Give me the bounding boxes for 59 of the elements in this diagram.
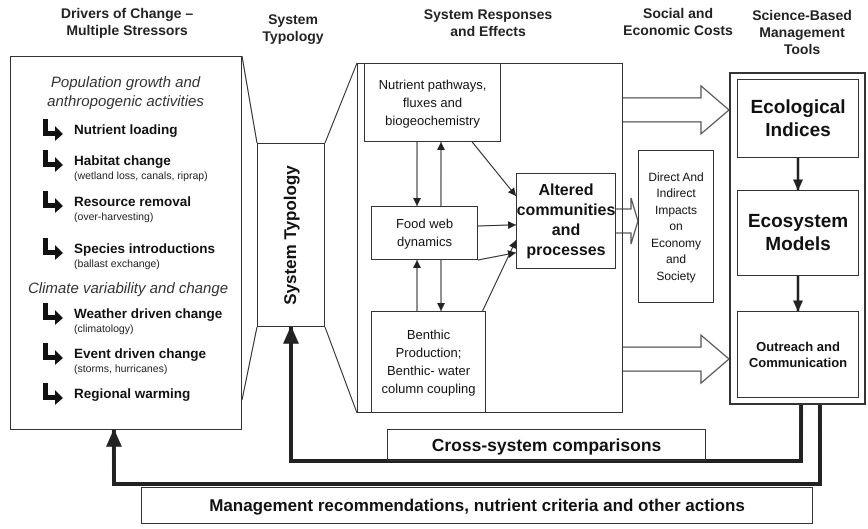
box-text: Outreach and Communication [748, 338, 848, 370]
process-box [371, 206, 478, 260]
arrow [437, 260, 446, 312]
box-text: Altered communities and processes [516, 181, 616, 261]
box-text: Cross-system comparisons [432, 434, 662, 456]
arrow [793, 158, 803, 191]
column-heading: Social and Economic Costs [622, 5, 734, 39]
vertical-label: System Typology [281, 165, 301, 305]
stressor-label: Species introductions [74, 241, 216, 257]
block-arrow [622, 334, 730, 385]
stressor-detail: (over-harvesting) [74, 211, 154, 224]
box-text: Ecosystem Models [746, 210, 850, 256]
column-heading: System Typology [261, 11, 325, 45]
arrow [478, 250, 516, 260]
connector-line [242, 326, 258, 401]
arrow [472, 142, 516, 197]
arrow [283, 326, 804, 463]
comparison-box [387, 429, 706, 461]
box-text: Food web dynamics [394, 215, 454, 251]
stressor-label: Event driven change [74, 346, 206, 362]
stressor-label: Nutrient loading [74, 122, 178, 138]
category-heading: Climate variability and change [26, 279, 230, 298]
arrow [413, 260, 421, 312]
column-heading: Science-Based Management Tools [751, 7, 853, 58]
connector-line [324, 62, 358, 144]
column-heading: System Responses and Effects [422, 6, 554, 40]
box-text: Ecological Indices [749, 96, 847, 142]
category-heading: Population growth and anthropogenic activities [46, 73, 205, 111]
impacts-box [638, 150, 714, 303]
arrow [793, 276, 803, 312]
stressor-label: Regional warming [74, 386, 190, 402]
recommendation-box [141, 487, 813, 524]
box-text: Benthic Production; Benthic- water column coupling [380, 326, 476, 398]
arrow [106, 405, 822, 486]
tool-box [737, 79, 859, 158]
stressor-label: Habitat change [74, 153, 171, 169]
block-arrow [615, 197, 639, 245]
stressor-detail: (storms, hurricanes) [74, 363, 168, 376]
process-box [364, 63, 501, 142]
connector-line [324, 326, 358, 414]
process-box [371, 311, 486, 413]
connector-line [242, 56, 258, 144]
arrow [437, 142, 445, 206]
arrow [478, 221, 516, 230]
stressor-label: Resource removal [74, 194, 192, 210]
outcome-box [516, 173, 616, 269]
box-text: Direct And Indirect Impacts on Economy and Society [648, 168, 704, 284]
stressor-detail: (wetland loss, canals, riprap) [74, 170, 208, 183]
box-text: Management recommendations, nutrient criteria and other actions [209, 496, 745, 516]
box-text: Nutrient pathways, fluxes and biogeochemistry [378, 76, 488, 130]
tool-box [737, 311, 859, 398]
column-heading: Drivers of Change – Multiple Stressors [60, 5, 194, 39]
block-arrow [622, 84, 730, 136]
stressor-detail: (ballast exchange) [74, 258, 160, 271]
stressor-label: Weather driven change [74, 306, 222, 322]
stressor-detail: (climatology) [74, 323, 134, 336]
arrow [482, 240, 516, 312]
tool-box [737, 190, 859, 276]
arrow [413, 142, 421, 206]
